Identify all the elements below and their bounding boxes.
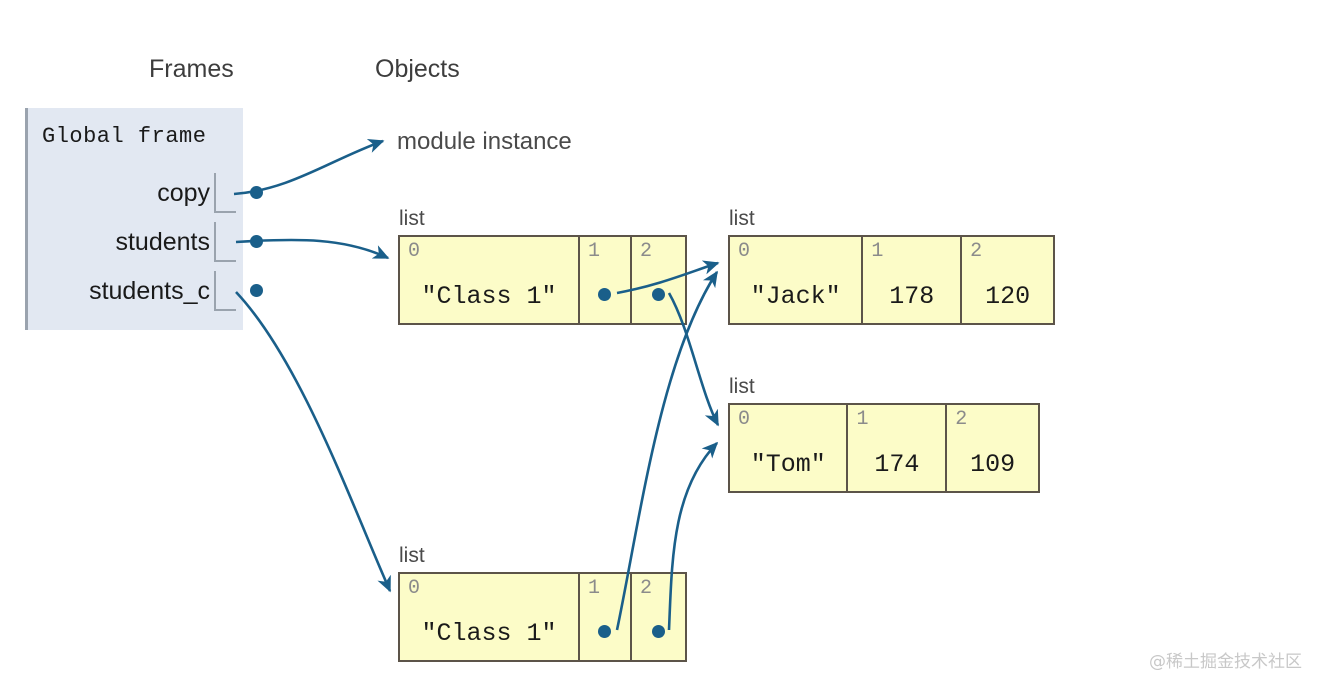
- global-frame: Global frame copy students students_c: [25, 108, 263, 330]
- list-2-index-2: 2: [970, 240, 983, 263]
- list-1-pointer-dot-2[interactable]: [651, 288, 665, 301]
- list-4-index-1: 1: [588, 577, 601, 600]
- list-2-cell-0: 0 "Jack": [730, 237, 864, 323]
- list-4-value-0: "Class 1": [421, 619, 557, 648]
- variable-name-copy: copy: [157, 179, 210, 207]
- list-3-value-2: 109: [970, 450, 1016, 479]
- list-4-pointer-dot-2[interactable]: [651, 625, 665, 638]
- variable-bracket-students-c: [214, 271, 236, 311]
- list-1-index-2: 2: [640, 240, 653, 263]
- pointer-dot-students-c[interactable]: [250, 284, 263, 297]
- list-2-cell-1: 1 178: [863, 237, 963, 323]
- list-3-cell-1: 1 174: [848, 405, 948, 491]
- list-object-2: 0 "Jack" 1 178 2 120: [728, 235, 1055, 325]
- list-1-cell-1: 1: [580, 237, 632, 323]
- watermark: @稀土掘金技术社区: [1149, 652, 1302, 672]
- object-type-label-list-2: list: [729, 207, 755, 230]
- list-2-index-0: 0: [738, 240, 751, 263]
- list-1-index-0: 0: [408, 240, 421, 263]
- list-3-index-0: 0: [738, 408, 751, 431]
- list-2-index-1: 1: [871, 240, 884, 263]
- list-2-value-0: "Jack": [750, 282, 841, 311]
- objects-column-heading: Objects: [375, 55, 460, 83]
- list-4-cell-0: 0 "Class 1": [400, 574, 580, 660]
- list-1-pointer-dot-1[interactable]: [598, 288, 611, 301]
- list-1-value-0: "Class 1": [421, 282, 557, 311]
- list-3-index-1: 1: [856, 408, 869, 431]
- list-4-pointer-dot-1[interactable]: [598, 625, 611, 638]
- frame-title: Global frame: [42, 124, 207, 149]
- list-3-value-0: "Tom": [750, 450, 826, 479]
- list-3-cell-0: 0 "Tom": [730, 405, 849, 491]
- list-3-value-1: 174: [874, 450, 920, 479]
- variable-name-students-c: students_c: [89, 277, 210, 305]
- list-4-index-2: 2: [640, 577, 653, 600]
- frame-variable-students-c[interactable]: students_c: [28, 268, 263, 317]
- pointer-dot-students[interactable]: [250, 235, 263, 248]
- list-2-cell-2: 2 120: [962, 237, 1053, 323]
- list-2-value-2: 120: [985, 282, 1031, 311]
- list-3-index-2: 2: [955, 408, 968, 431]
- module-instance-label: module instance: [397, 128, 572, 155]
- pointer-dot-copy[interactable]: [250, 186, 263, 199]
- list-object-3: 0 "Tom" 1 174 2 109: [728, 403, 1040, 493]
- variable-bracket-students: [214, 222, 236, 262]
- variable-name-students: students: [115, 228, 210, 256]
- list-4-index-0: 0: [408, 577, 421, 600]
- arrow-students-c-to-list-4: [235, 291, 392, 593]
- variable-bracket-copy: [214, 173, 236, 213]
- list-1-cell-2: 2: [632, 237, 685, 323]
- list-3-cell-2: 2 109: [947, 405, 1038, 491]
- frame-variable-copy[interactable]: copy: [28, 170, 263, 219]
- object-type-label-list-1: list: [399, 207, 425, 230]
- list-1-cell-0: 0 "Class 1": [400, 237, 580, 323]
- list-4-cell-1: 1: [580, 574, 632, 660]
- list-4-cell-2: 2: [632, 574, 685, 660]
- object-type-label-list-3: list: [729, 375, 755, 398]
- list-2-value-1: 178: [889, 282, 935, 311]
- list-1-index-1: 1: [588, 240, 601, 263]
- list-object-1: 0 "Class 1" 1 2: [398, 235, 687, 325]
- frames-column-heading: Frames: [149, 55, 234, 83]
- frame-variable-students[interactable]: students: [28, 219, 263, 268]
- list-object-4: 0 "Class 1" 1 2: [398, 572, 687, 662]
- object-type-label-list-4: list: [399, 544, 425, 567]
